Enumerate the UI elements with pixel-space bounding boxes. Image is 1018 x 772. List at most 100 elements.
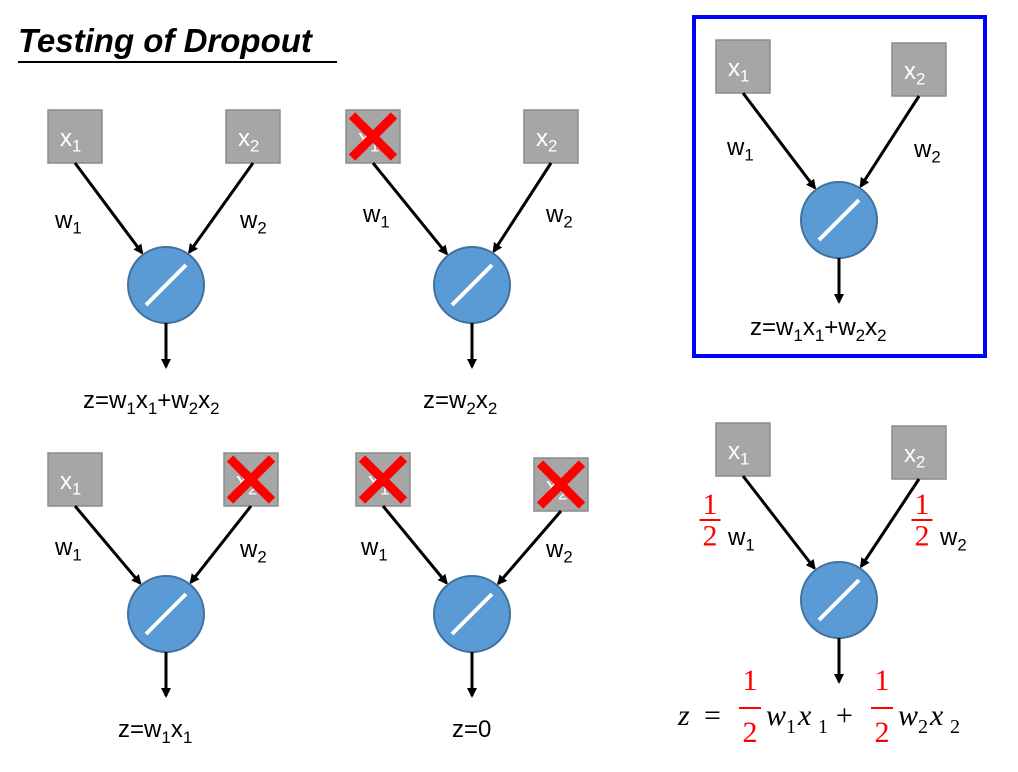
linear-slash-icon [144, 263, 188, 307]
output-equation: z=w1x1+w2x2 [83, 387, 220, 418]
eq-var-11: x [929, 699, 944, 732]
eq-op-1: = [704, 699, 721, 732]
output-term: z=w [423, 387, 467, 414]
linear-slash-icon [817, 578, 861, 622]
dropped-x2-icon-stroke-b [226, 455, 276, 504]
weight-label-1-base: w [54, 207, 73, 234]
eq-var-3: w [766, 699, 786, 732]
eq-sub-12: 2 [950, 716, 960, 738]
weight-label-1-sub: 1 [380, 212, 389, 231]
eq-var-9: w [898, 699, 918, 732]
input-label-x1-sub: 1 [740, 66, 749, 85]
weight-label-2: w2 [913, 136, 941, 166]
output-term: x [171, 716, 183, 743]
input-label-x2-base: x [238, 125, 250, 152]
input-label-x1-sub: 1 [380, 479, 389, 498]
edge-arrow-2 [496, 510, 563, 586]
output-term: z=w [83, 387, 127, 414]
weight-label-1-base: w [54, 534, 73, 561]
input-label-x1: x1 [60, 468, 81, 498]
input-label-x1-base: x [60, 125, 72, 152]
output-equation: z=w2x2 [423, 387, 497, 418]
eq-var-5: x [797, 699, 812, 732]
input-label-x1-sub: 1 [740, 449, 749, 468]
eq-half-num-2: 1 [743, 664, 758, 697]
input-label-x1: x1 [728, 438, 749, 468]
eq-op-7: + [836, 699, 853, 732]
linear-slash-icon [450, 263, 494, 307]
input-label-x2-base: x [904, 441, 916, 468]
weight-label-2-sub: 2 [931, 147, 940, 166]
edge-arrow-2 [188, 162, 255, 255]
output-equation: z=w1x1 [118, 716, 192, 747]
eq-half-den-8: 2 [875, 716, 890, 749]
input-box-x1 [715, 39, 771, 94]
weight-label-1-sub: 1 [744, 145, 753, 164]
input-label-x2-sub: 2 [916, 69, 925, 88]
edge-arrow-2 [859, 95, 921, 189]
edge-arrow-1 [381, 505, 448, 585]
output-term: z=w [118, 716, 162, 743]
output-term: +w [824, 314, 856, 341]
weight-label-2-sub: 2 [563, 212, 572, 231]
output-subscript: 2 [877, 326, 886, 345]
input-label-x2-sub: 2 [250, 136, 259, 155]
edge-arrow-2 [189, 505, 253, 585]
weight-label-1-base: w [360, 534, 379, 561]
weight-label-1: w1 [727, 524, 755, 554]
output-term: +w [157, 387, 189, 414]
input-box-x1 [47, 109, 103, 164]
input-label-x2: x2 [904, 58, 925, 88]
output-subscript: 2 [856, 326, 865, 345]
edge-arrow-1 [741, 92, 817, 190]
output-subscript: 1 [161, 728, 170, 747]
input-label-x2: x2 [536, 125, 557, 155]
weight-label-2: w2 [239, 536, 267, 566]
weight-label-1: w1 [54, 534, 82, 564]
linear-slash-icon [817, 198, 861, 242]
dropped-x1-icon-stroke-b [348, 112, 398, 161]
output-subscript: 1 [148, 399, 157, 418]
output-subscript: 2 [466, 399, 475, 418]
output-term: z=0 [452, 716, 491, 743]
output-equation: z=w1x1+w2x2 [750, 314, 887, 345]
weight-label-2-base: w [239, 536, 258, 563]
output-term: z=w [750, 314, 794, 341]
output-subscript: 2 [210, 399, 219, 418]
weight-label-2: w2 [545, 536, 573, 566]
output-term: x [136, 387, 148, 414]
weight-label-2-base: w [913, 136, 932, 163]
eq-half-num-8: 1 [875, 664, 890, 697]
weight-label-2-sub: 2 [957, 535, 966, 554]
input-label-x2-sub: 2 [548, 136, 557, 155]
input-box-x1 [715, 422, 771, 477]
weight-label-2-base: w [239, 207, 258, 234]
weight-label-2-sub: 2 [257, 218, 266, 237]
weight-label-1-sub: 1 [72, 218, 81, 237]
weight-label-2: w2 [939, 524, 967, 554]
linear-slash-icon [450, 592, 494, 636]
eq-sub-10: 2 [918, 716, 928, 738]
dropped-x2-icon-stroke-b [536, 460, 586, 509]
weight-label-1-sub: 1 [378, 545, 387, 564]
output-term: x [476, 387, 488, 414]
weight-label-1-base: w [362, 201, 381, 228]
weight-label-1-base: w [727, 524, 746, 551]
input-label-x1: x1 [728, 55, 749, 85]
input-box-x2 [891, 425, 947, 480]
eq-sub-4: 1 [786, 716, 796, 738]
edge-arrow-1 [741, 475, 816, 570]
output-term: x [865, 314, 877, 341]
input-label-x1-sub: 1 [72, 479, 81, 498]
weight-label-1-base: w [726, 134, 745, 161]
weight-label-2-sub: 2 [257, 547, 266, 566]
page-title: Testing of Dropout [18, 22, 314, 59]
